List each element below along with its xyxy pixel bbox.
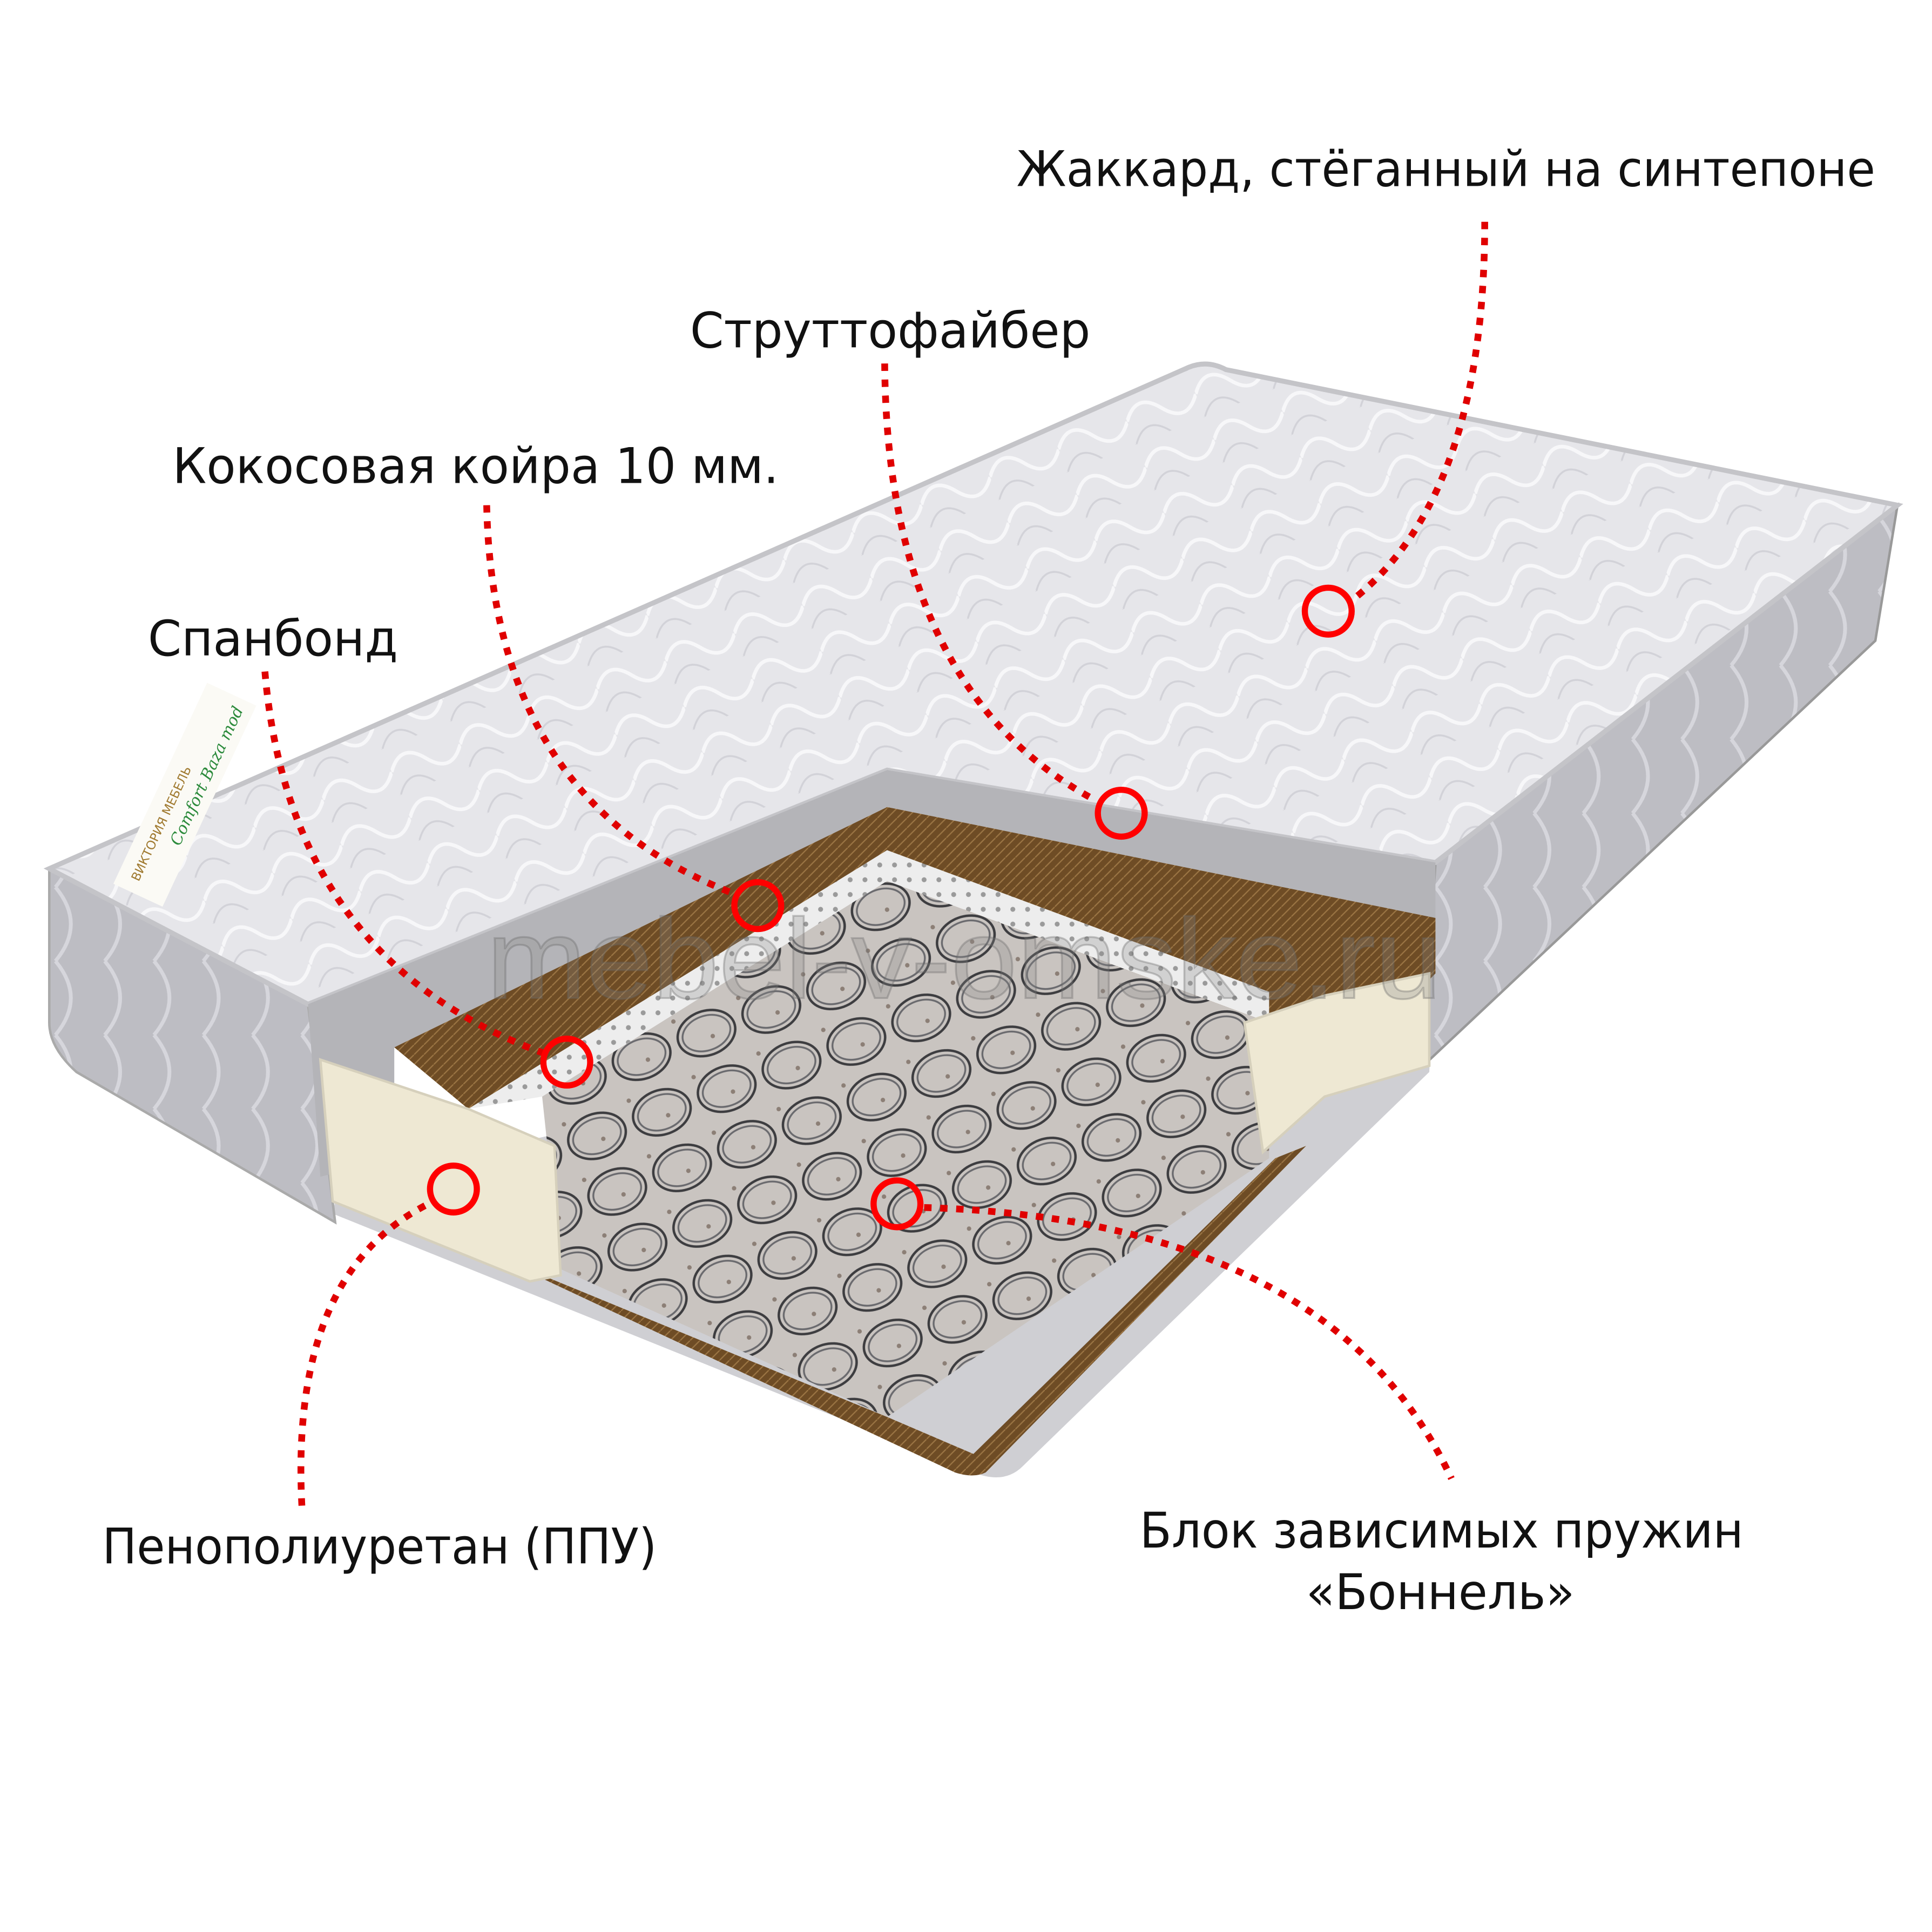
leader-bonnel bbox=[924, 1204, 1455, 1480]
coir-bottom-layer bbox=[339, 1146, 1306, 1476]
ppu-block-right bbox=[1243, 971, 1431, 1155]
top-surface-jacquard bbox=[43, 361, 1903, 1007]
label-jacquard: Жаккард, стёганный на синтепоне bbox=[1017, 140, 1875, 198]
label-coir: Кокосовая койра 10 мм. bbox=[172, 437, 779, 495]
callout-jacquard-ring-icon bbox=[1301, 584, 1355, 638]
leader-ppu bbox=[297, 1198, 435, 1506]
spring-block bbox=[542, 881, 1269, 1417]
callout-struttofiber-ring-icon bbox=[1095, 786, 1148, 840]
label-struttofiber: Струттофайбер bbox=[690, 301, 1091, 359]
struttofiber-layer bbox=[308, 770, 1436, 1177]
leader-spunbond bbox=[261, 671, 546, 1057]
spunbond-layer bbox=[468, 850, 1269, 1109]
callout-ppu-ring-icon bbox=[427, 1162, 480, 1216]
callout-coir-ring-icon bbox=[731, 879, 785, 933]
label-ppu: Пенополиуретан (ППУ) bbox=[102, 1518, 657, 1576]
label-spunbond: Спанбонд bbox=[148, 610, 398, 667]
left-end-face bbox=[48, 866, 337, 1225]
label-bonnel-line2: «Боннель» bbox=[1306, 1563, 1575, 1621]
callout-bonnel-ring-icon bbox=[870, 1177, 924, 1231]
label-bonnel-line1: Блок зависимых пружин bbox=[1140, 1502, 1744, 1559]
leader-coir bbox=[483, 505, 734, 897]
watermark: mebel-v-omske.ru bbox=[487, 896, 1441, 1022]
callout-spunbond-ring-icon bbox=[540, 1035, 593, 1089]
